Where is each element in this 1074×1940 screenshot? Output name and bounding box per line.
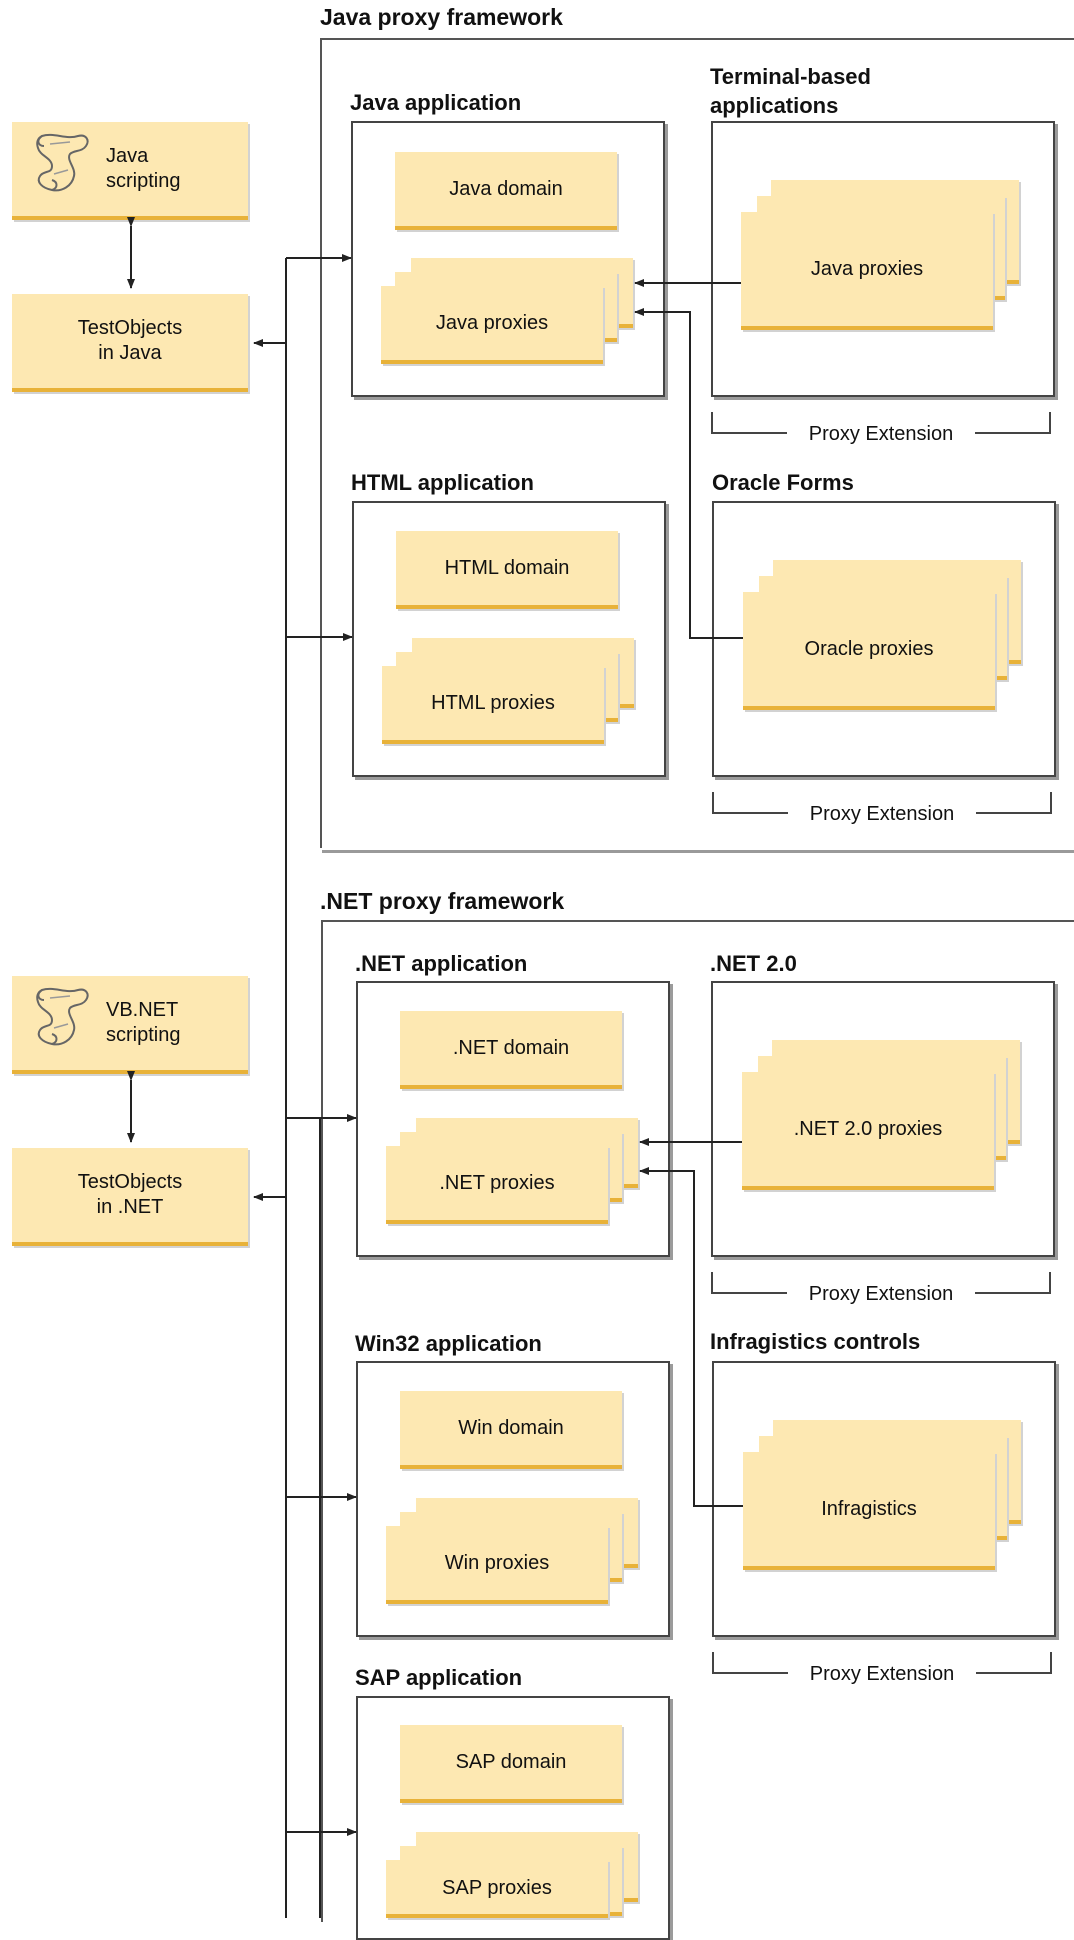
win-domain-box: Win domain [400, 1391, 622, 1469]
net20-proxy-extension: Proxy Extension [711, 1272, 1051, 1305]
scroll-icon [36, 987, 89, 1046]
net-framework-frame [321, 920, 1074, 1922]
java-framework-frame [320, 38, 1074, 853]
net-app-title: .NET application [355, 951, 528, 976]
java-domain-box: Java domain [395, 152, 617, 230]
scroll-icon [36, 133, 89, 192]
java-app-title: Java application [350, 90, 522, 115]
sap-proxies-box: SAP proxies [386, 1860, 608, 1918]
infragistics-title: Infragistics controls [710, 1329, 921, 1354]
infragistics-proxies-box: Infragistics [743, 1452, 995, 1570]
html-proxies-box: HTML proxies [382, 666, 604, 744]
net-framework-title: .NET proxy framework [320, 888, 565, 914]
html-domain-box: HTML domain [396, 531, 618, 609]
java-proxies-box: Java proxies [381, 286, 603, 364]
oracle-proxy-extension: Proxy Extension [712, 792, 1052, 825]
win32-app-title: Win32 application [355, 1331, 542, 1356]
sap-domain-box: SAP domain [400, 1725, 622, 1803]
terminal-proxy-extension: Proxy Extension [711, 412, 1051, 445]
win-proxies-box: Win proxies [386, 1526, 608, 1604]
oracle-proxies-box: Oracle proxies [743, 592, 995, 710]
net20-proxies-box: .NET 2.0 proxies [742, 1072, 994, 1190]
sap-app-title: SAP application [355, 1665, 523, 1690]
net-proxies-box: .NET proxies [386, 1146, 608, 1224]
net-domain-box: .NET domain [400, 1011, 622, 1089]
infragistics-proxy-extension: Proxy Extension [712, 1652, 1052, 1685]
java-framework-title: Java proxy framework [320, 4, 563, 30]
html-app-title: HTML application [351, 470, 534, 495]
net20-title: .NET 2.0 [710, 951, 797, 976]
terminal-proxies-box: Java proxies [741, 212, 993, 330]
oracle-title: Oracle Forms [712, 470, 854, 495]
